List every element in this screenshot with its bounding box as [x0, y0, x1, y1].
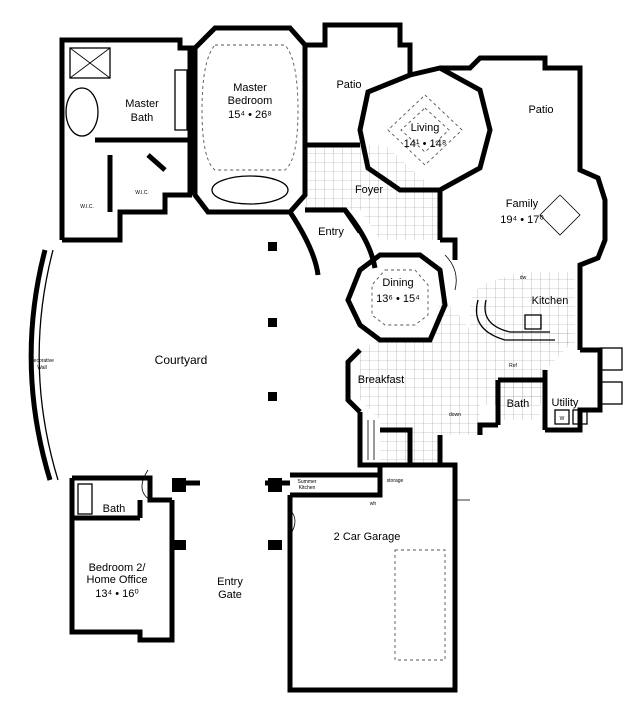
bedroom2-label-1: Bedroom 2/ — [89, 562, 147, 574]
breakfast-label: Breakfast — [358, 374, 404, 386]
bath-right-label: Bath — [507, 398, 530, 410]
master-bedroom-label-1: Master — [233, 82, 267, 94]
bath-left-label: Bath — [103, 503, 126, 515]
walls — [28, 22, 608, 693]
room-labels: Master Bath Master Bedroom 15⁴ • 26⁸ Pat… — [30, 79, 579, 601]
dining-dims: 13⁶ • 15⁴ — [376, 293, 420, 305]
ceiling-details — [65, 44, 623, 691]
summer-kitchen-label-1: Summer — [298, 479, 317, 485]
entry-gate-label-2: Gate — [218, 589, 242, 601]
ref-label: Ref — [509, 363, 517, 369]
courtyard-label: Courtyard — [155, 353, 208, 367]
dw-label: dw — [520, 275, 527, 281]
master-bedroom-dims: 15⁴ • 26⁸ — [228, 109, 272, 121]
wic-left-label: W.I.C. — [80, 204, 94, 210]
master-bath-label-1: Master — [125, 98, 159, 110]
courtyard-columns — [172, 242, 282, 550]
down-label: down — [449, 412, 461, 418]
living-dims: 14¹ • 14⁸ — [404, 138, 447, 150]
washer-label: W — [560, 416, 565, 422]
decorative-wall-label-1: Decorative — [30, 358, 54, 364]
living-label: Living — [411, 122, 440, 134]
dryer-label: D — [578, 416, 582, 422]
fixture-labels: Ref dw W D down wh — [370, 275, 582, 507]
family-dims: 19⁴ • 17⁰ — [500, 214, 544, 226]
entry-gate-label-1: Entry — [217, 576, 243, 588]
bedroom2-label-2: Home Office — [87, 574, 148, 586]
master-bedroom-label-2: Bedroom — [228, 95, 273, 107]
master-bath-label-2: Bath — [131, 112, 154, 124]
summer-kitchen-label-2: Kitchen — [299, 485, 316, 491]
storage-label: storage — [387, 478, 404, 484]
patio-right-label: Patio — [528, 104, 553, 116]
garage-label: 2 Car Garage — [334, 531, 401, 543]
dining-label: Dining — [382, 277, 413, 289]
family-label: Family — [506, 198, 539, 210]
entry-label: Entry — [318, 226, 344, 238]
patio-left-label: Patio — [336, 79, 361, 91]
kitchen-label: Kitchen — [532, 295, 569, 307]
bedroom2-dims: 13⁴ • 16⁰ — [95, 588, 139, 600]
decorative-wall-label-2: Wall — [37, 365, 47, 371]
water-heater-label: wh — [370, 501, 377, 507]
utility-label: Utility — [552, 397, 579, 409]
wic-right-label: W.I.C. — [135, 190, 149, 196]
foyer-label: Foyer — [355, 184, 383, 196]
